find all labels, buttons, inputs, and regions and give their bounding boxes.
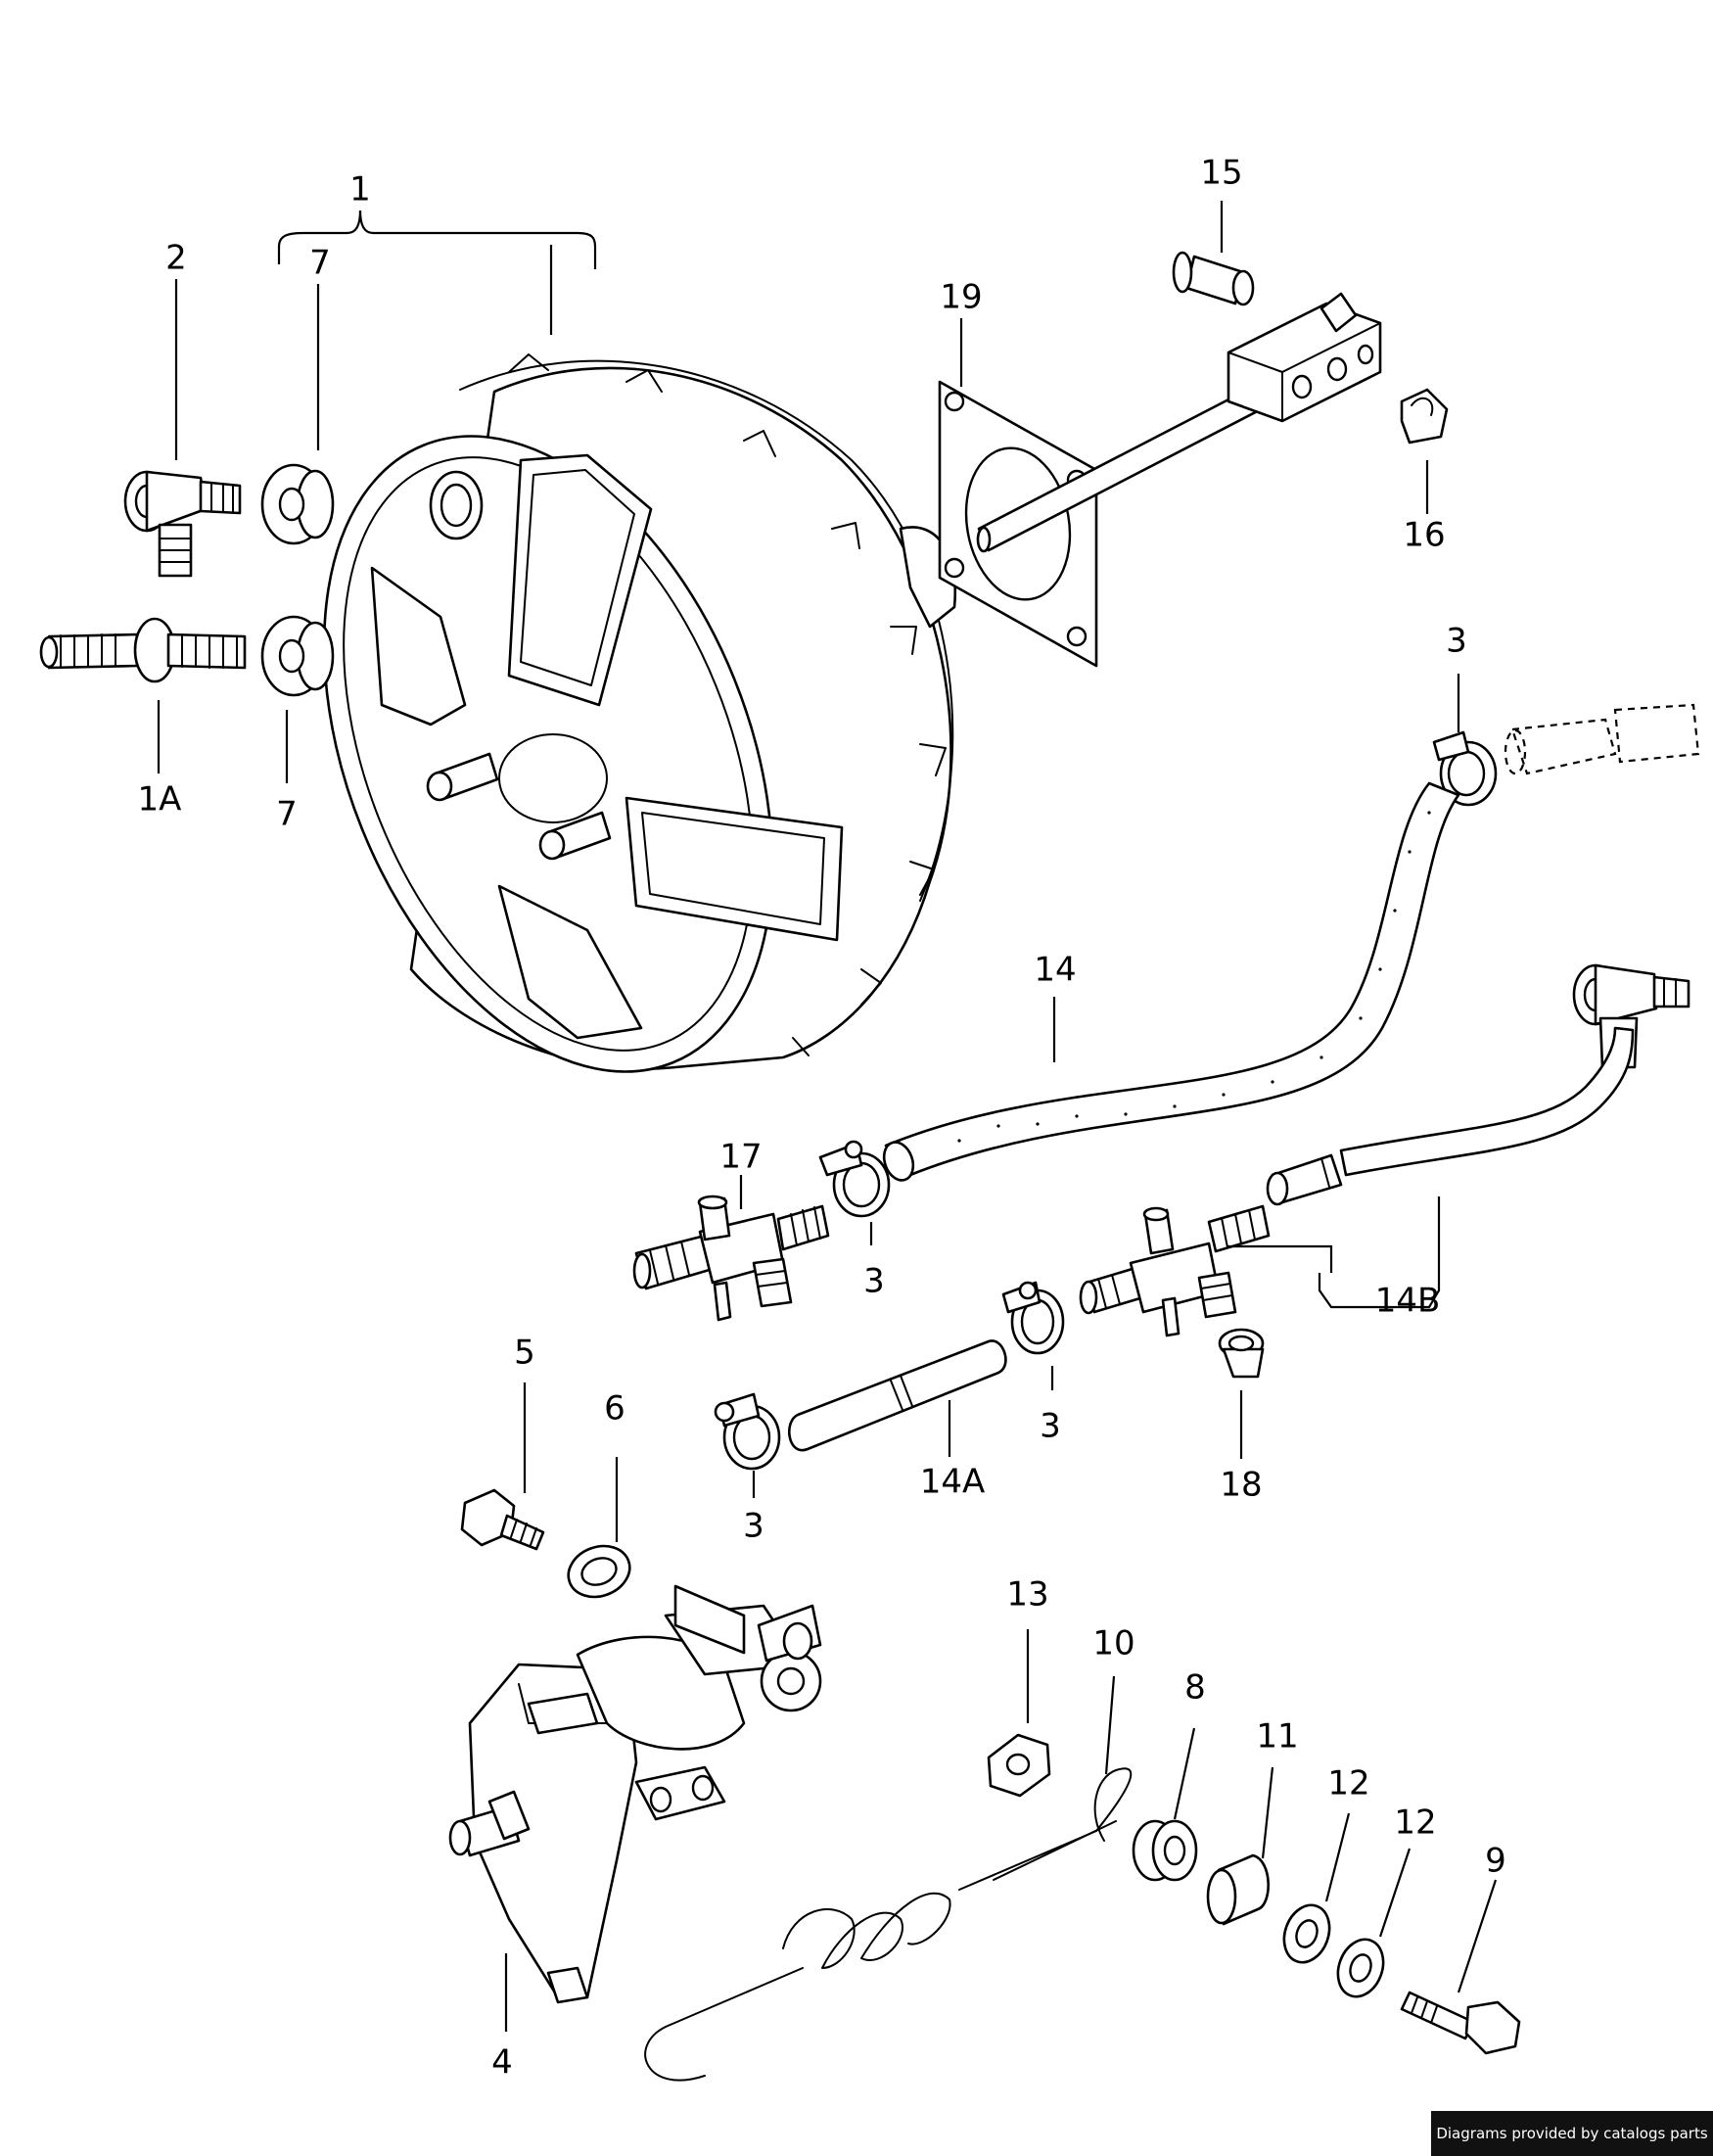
- callout-14: 14: [1034, 951, 1076, 990]
- callout-8: 8: [1184, 1668, 1206, 1708]
- callout-18: 18: [1220, 1466, 1262, 1505]
- clevis: [1227, 292, 1382, 423]
- hose-14B: [1266, 1026, 1635, 1206]
- washer-12-b: [1336, 1938, 1385, 1998]
- dashed-fitting-phantom: [1504, 703, 1700, 775]
- footer-credit: Diagrams provided by catalogs parts: [1431, 2111, 1713, 2156]
- hose-clamp-3-low: [714, 1392, 781, 1471]
- hose-clamp-3-left: [818, 1140, 891, 1218]
- hose-14: [882, 781, 1460, 1182]
- callout-14A: 14A: [920, 1463, 986, 1502]
- callout-labels: 1 2 7 1A 7 15 19 16 3 14 17 3 14B 3 14A …: [138, 154, 1506, 2083]
- callout-15: 15: [1200, 154, 1242, 193]
- callout-3-top: 3: [1446, 622, 1467, 661]
- callout-11: 11: [1256, 1717, 1298, 1757]
- callout-7-lower: 7: [276, 795, 298, 834]
- callout-10: 10: [1092, 1624, 1134, 1664]
- brake-booster: [322, 353, 957, 1073]
- nut-13: [987, 1733, 1051, 1798]
- callout-3-left: 3: [863, 1262, 885, 1301]
- callout-13: 13: [1006, 1575, 1048, 1615]
- grommet-7-lower: [260, 615, 335, 697]
- callout-17: 17: [719, 1138, 762, 1177]
- callout-6: 6: [604, 1389, 625, 1429]
- sleeve-11: [1206, 1853, 1270, 1926]
- callout-4: 4: [491, 2043, 513, 2083]
- callout-19: 19: [940, 278, 982, 317]
- bolt-9: [1400, 1991, 1521, 2055]
- elbow-fitting-2: [123, 470, 242, 578]
- bolt-5: [460, 1488, 545, 1551]
- leader-lines: [157, 201, 1498, 2032]
- grommet-7-upper: [260, 463, 335, 545]
- pin-15: [1172, 251, 1255, 306]
- lock-washer-6: [567, 1544, 631, 1599]
- callout-14B: 14B: [1375, 1282, 1441, 1321]
- bushing-8: [1132, 1819, 1198, 1882]
- straight-fitting-1A: [39, 617, 247, 683]
- callout-12-a: 12: [1327, 1764, 1369, 1804]
- callout-7-upper: 7: [309, 244, 331, 283]
- hose-clamp-3-top: [1432, 730, 1498, 807]
- callout-3-mid: 3: [1040, 1407, 1061, 1446]
- clip-16: [1400, 388, 1449, 445]
- washer-12-a: [1282, 1903, 1331, 1964]
- callout-5: 5: [514, 1334, 535, 1373]
- callout-2: 2: [165, 239, 187, 278]
- hose-clamp-3-mid: [1001, 1281, 1065, 1355]
- pushrod: [976, 380, 1274, 553]
- tee-connector-17: [632, 1195, 830, 1322]
- cap-18: [1218, 1328, 1265, 1379]
- callout-1: 1: [349, 170, 371, 210]
- callout-1A: 1A: [138, 780, 182, 820]
- callout-12-b: 12: [1394, 1804, 1436, 1843]
- callout-16: 16: [1403, 516, 1445, 555]
- hose-14A: [788, 1339, 1007, 1452]
- callout-3-low: 3: [743, 1507, 764, 1546]
- spring-10: [644, 1767, 1133, 2082]
- tee-connector-right: [1079, 1204, 1271, 1337]
- brake-pressure-regulator-4: [448, 1584, 822, 2004]
- callout-9: 9: [1485, 1842, 1506, 1881]
